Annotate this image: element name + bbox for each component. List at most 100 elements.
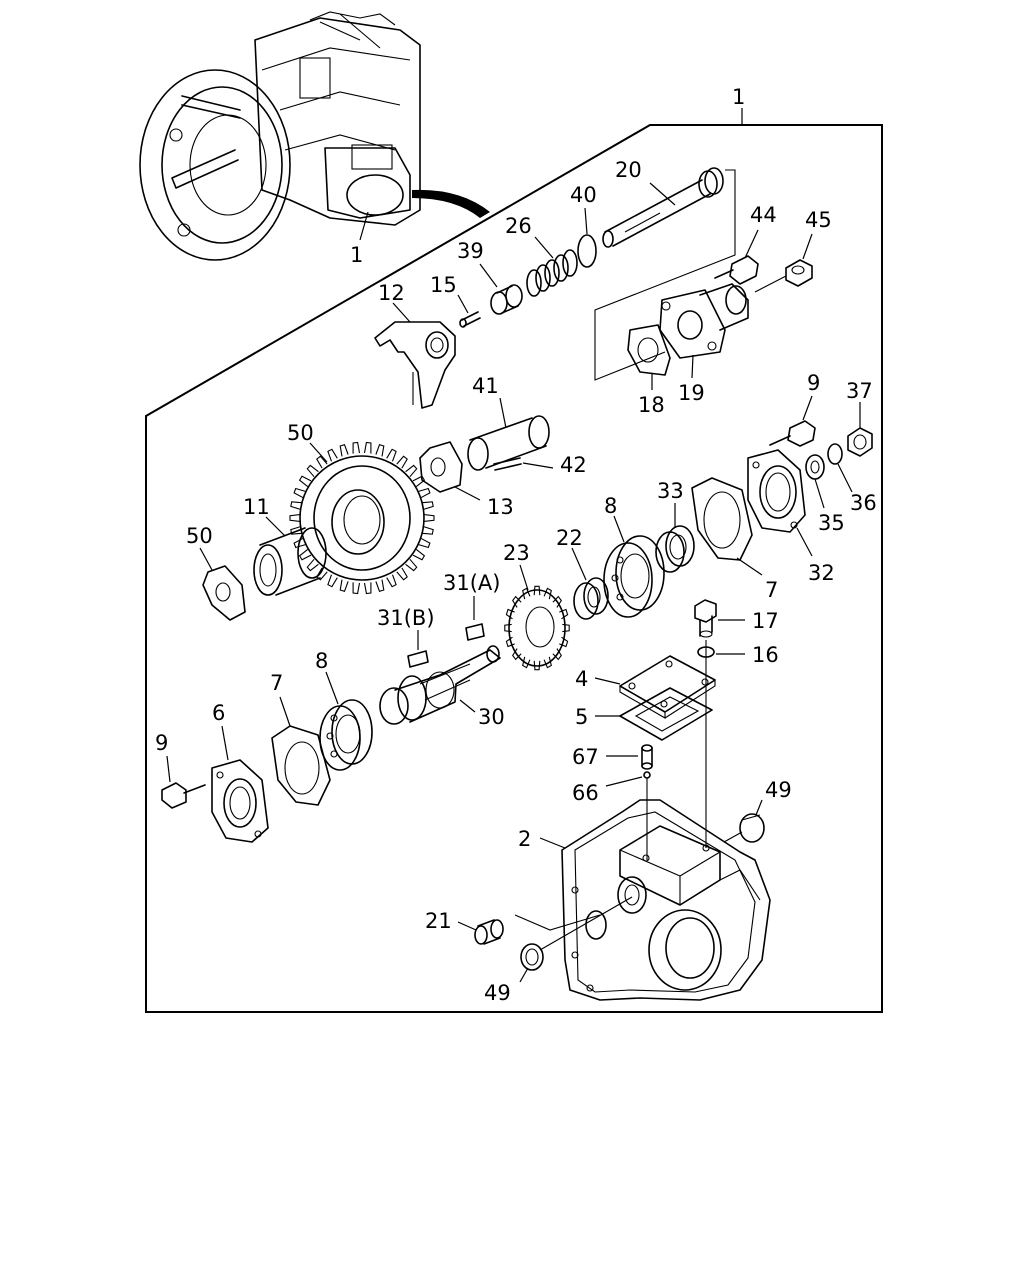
plug-line-21 <box>514 914 601 931</box>
leader-19 <box>457 294 469 314</box>
gear-tooth <box>418 537 431 549</box>
part-42-cover <box>659 283 749 359</box>
leader-45 <box>802 233 813 260</box>
label-p19: 15 <box>430 273 457 297</box>
label-p18: 12 <box>378 281 405 305</box>
leader-50a <box>454 486 481 501</box>
plug-line-lower <box>539 896 633 951</box>
part-26-spring <box>526 249 578 297</box>
gear-tooth <box>552 648 562 661</box>
gear-tooth <box>375 579 385 592</box>
gear-tooth <box>533 585 541 596</box>
gear-tooth <box>505 636 515 648</box>
gear-tooth <box>396 567 408 581</box>
label-p12: 41 <box>472 374 499 398</box>
part-33-oil-seal <box>655 525 695 573</box>
label-p8a: 8 <box>604 494 617 518</box>
gear-tooth <box>522 587 531 600</box>
gear-tooth <box>512 648 522 661</box>
leader-4 <box>594 677 621 685</box>
label-p21: 21 <box>425 909 452 933</box>
label-p7b: 7 <box>270 671 283 695</box>
gear-tooth <box>505 608 515 620</box>
gear-tooth <box>396 455 408 469</box>
part-17-bolt <box>694 599 717 638</box>
assembly-frame <box>145 124 883 1013</box>
leader-18 <box>392 302 411 323</box>
part-9-bolt-upper <box>769 420 816 447</box>
gear-tooth <box>290 501 302 510</box>
part-41-gasket <box>627 324 671 376</box>
gear-tooth <box>405 464 418 478</box>
part-36-washer <box>827 443 843 465</box>
label-p32: 32 <box>808 561 835 585</box>
part-5-gasket <box>619 687 713 741</box>
label-p36: 36 <box>850 491 877 515</box>
label-p40: 40 <box>570 183 597 207</box>
gear-tooth <box>290 526 302 535</box>
label-p23: 23 <box>503 541 530 565</box>
leader-8a <box>613 515 625 543</box>
leader-20 <box>649 182 676 206</box>
label-p20: 20 <box>615 158 642 182</box>
gear-tooth <box>412 548 426 561</box>
gear-tooth <box>298 548 312 561</box>
gear-tooth <box>375 444 385 457</box>
bracket-20 <box>594 169 736 381</box>
gear-tooth <box>559 636 569 648</box>
label-p45: 45 <box>805 208 832 232</box>
gear-tooth <box>423 514 435 522</box>
gear-tooth <box>405 558 418 572</box>
part-44-bolt <box>714 255 759 285</box>
part-19-pin <box>459 311 481 328</box>
part-50-thrust-washer-lower <box>202 565 246 621</box>
part-11-needle-bearing <box>253 527 327 596</box>
label-p6: 6 <box>212 701 225 725</box>
leader-9a <box>802 395 813 421</box>
label-p66: 66 <box>572 781 599 805</box>
gear-tooth <box>504 623 512 633</box>
part-21-plug <box>474 919 504 945</box>
leader-8b <box>325 671 339 705</box>
label-p67: 67 <box>572 745 599 769</box>
leader-9b <box>166 755 171 783</box>
part-39-bush <box>490 284 523 315</box>
label-p44: 44 <box>750 203 777 227</box>
label-p17: 17 <box>752 609 779 633</box>
gear-tooth <box>543 587 552 600</box>
gear-tooth <box>422 501 434 510</box>
gear-tooth <box>339 444 349 457</box>
label-p37: 37 <box>846 379 873 403</box>
gear-tooth <box>293 537 306 549</box>
leader-30 <box>459 699 476 713</box>
part-4-cover-plate <box>619 655 716 719</box>
gear-tooth <box>422 526 434 535</box>
gear-tooth <box>339 579 349 592</box>
leader-39 <box>479 263 498 288</box>
leader-2 <box>539 837 566 849</box>
part-49-plug-upper <box>739 813 765 843</box>
part-37-nut <box>847 427 873 457</box>
part-32-bearing-cover <box>747 449 806 533</box>
label-p5: 5 <box>575 705 588 729</box>
part-7-gasket-upper <box>691 477 753 561</box>
label-p2: 2 <box>518 827 531 851</box>
label-p26: 26 <box>505 214 532 238</box>
gear-tooth <box>386 448 397 462</box>
leader-42 <box>691 354 694 379</box>
gear-tooth <box>562 623 570 633</box>
gear-tooth <box>306 464 319 478</box>
leader-7b <box>279 696 291 727</box>
part-8-ball-bearing-upper <box>603 535 665 618</box>
part-20-shift-shaft <box>602 167 724 248</box>
label-p30: 30 <box>478 705 505 729</box>
transmission-sketch <box>139 11 490 261</box>
gear-tooth <box>412 475 426 488</box>
part-31a-key <box>465 623 485 641</box>
label-p11: 11 <box>243 495 270 519</box>
gear-tooth <box>293 487 306 499</box>
label-p8b: 8 <box>315 649 328 673</box>
gear-tooth <box>363 441 372 454</box>
label-p49b: 49 <box>484 981 511 1005</box>
